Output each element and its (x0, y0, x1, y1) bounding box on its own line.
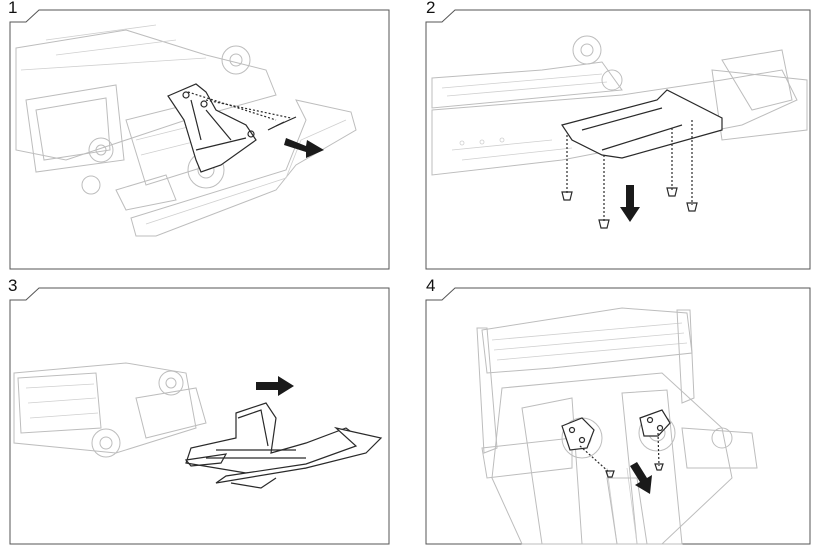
underbody-bracket-drawing (561, 89, 723, 229)
arrow-icon (620, 185, 640, 222)
step-3-illustration (9, 287, 390, 545)
chassis-drawing (13, 362, 207, 458)
wing-mount-drawing (561, 409, 671, 478)
rear-wing-drawing (476, 307, 695, 454)
arrow-icon (284, 138, 324, 158)
chassis-drawing (15, 24, 277, 211)
step-panel-1: 1 (6, 0, 392, 272)
step-2-illustration (425, 9, 811, 270)
step-number: 2 (426, 0, 436, 17)
front-bracket-drawing (167, 83, 297, 173)
front-wing-drawing (130, 99, 357, 237)
rear-chassis-drawing (481, 372, 758, 545)
front-module-drawing (184, 402, 383, 489)
arrow-icon (256, 376, 294, 396)
step-number: 3 (8, 276, 18, 295)
step-panel-3: 3 (6, 276, 392, 548)
arrow-icon (630, 462, 652, 494)
step-4-illustration (425, 287, 811, 545)
step-panel-2: 2 (422, 0, 816, 272)
step-number: 1 (8, 0, 18, 17)
step-number: 4 (426, 276, 436, 295)
step-1-illustration (9, 9, 390, 270)
step-panel-4: 4 (422, 276, 816, 548)
